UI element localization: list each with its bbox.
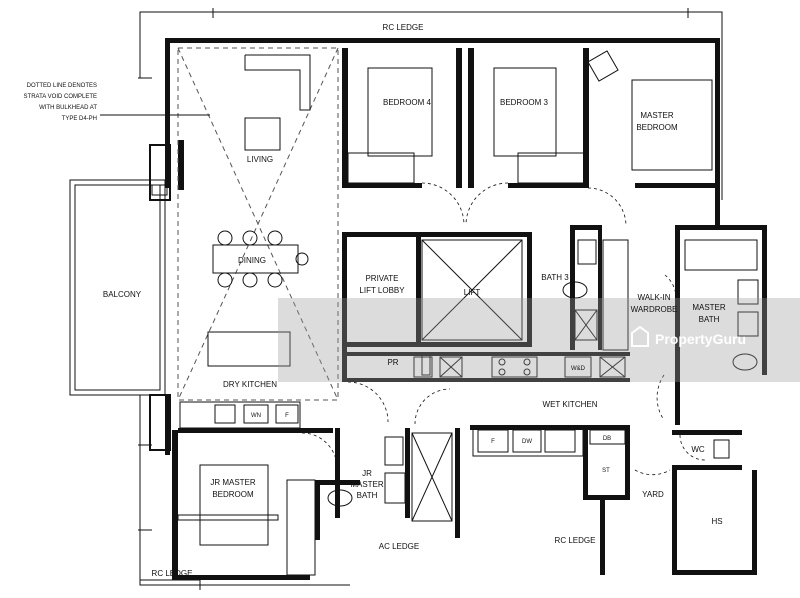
fixture-labels: W&D WN F F DW xyxy=(251,366,586,445)
label-pr: PR xyxy=(387,358,398,367)
watermark-band xyxy=(278,298,800,382)
label-rc-ledge-bottom: RC LEDGE xyxy=(152,569,193,578)
label-wn: WN xyxy=(251,413,261,419)
label-bedroom3: BEDROOM 3 xyxy=(500,98,549,107)
label-wc: WC xyxy=(691,445,705,454)
label-rc-ledge-right: RC LEDGE xyxy=(555,536,596,545)
label-wd: W&D xyxy=(571,366,586,372)
label-rc-ledge-top: RC LEDGE xyxy=(383,23,424,32)
label-ac-ledge: AC LEDGE xyxy=(379,542,419,551)
label-jr-bath-2: MASTER xyxy=(350,480,384,489)
balcony xyxy=(69,144,171,451)
label-living: LIVING xyxy=(247,155,273,164)
watermark-logo: PropertyGuru xyxy=(631,325,746,347)
note-line-2: STRATA VOID COMPLETE xyxy=(24,94,97,100)
label-st: ST xyxy=(602,468,610,474)
label-private-lift-2: LIFT LOBBY xyxy=(359,286,405,295)
label-balcony: BALCONY xyxy=(103,290,142,299)
label-db: DB xyxy=(603,436,611,442)
strata-void xyxy=(100,47,339,401)
label-dw: DW xyxy=(522,439,532,445)
label-lift: LIFT xyxy=(464,288,481,297)
label-bedroom4: BEDROOM 4 xyxy=(383,98,432,107)
label-master-bedroom-2: BEDROOM xyxy=(636,123,678,132)
label-dining: DINING xyxy=(238,256,266,265)
note-line-3: WITH BULKHEAD AT xyxy=(39,105,97,111)
label-jr-master-1: JR MASTER xyxy=(210,478,256,487)
door-swings xyxy=(301,182,706,476)
note-line-1: DOTTED LINE DENOTES xyxy=(27,83,97,89)
label-f-dry: F xyxy=(285,413,289,419)
watermark-brand: PropertyGuru xyxy=(655,331,746,347)
label-private-lift-1: PRIVATE xyxy=(365,274,398,283)
label-dry-kitchen: DRY KITCHEN xyxy=(223,380,277,389)
label-jr-bath-1: JR xyxy=(362,469,372,478)
label-master-bedroom-1: MASTER xyxy=(640,111,674,120)
label-jr-bath-3: BATH xyxy=(357,491,378,500)
structural-walls xyxy=(165,38,767,580)
label-walkin-2: WARDROBE xyxy=(631,305,678,314)
label-yard: YARD xyxy=(642,490,664,499)
label-hs: HS xyxy=(711,517,722,526)
label-master-bath-1: MASTER xyxy=(692,303,726,312)
note-line-4: TYPE D4-PH xyxy=(62,116,97,122)
furniture xyxy=(177,50,759,576)
room-labels: RC LEDGE DOTTED LINE DENOTES STRATA VOID… xyxy=(24,23,726,578)
label-bath3: BATH 3 xyxy=(541,273,569,282)
label-jr-master-2: BEDROOM xyxy=(212,490,254,499)
outer-ledge-outline xyxy=(138,8,723,590)
label-f-wet: F xyxy=(491,439,495,445)
label-walkin-1: WALK-IN xyxy=(637,293,670,302)
house-icon xyxy=(631,325,649,347)
label-master-bath-2: BATH xyxy=(699,315,720,324)
label-wet-kitchen: WET KITCHEN xyxy=(543,400,598,409)
